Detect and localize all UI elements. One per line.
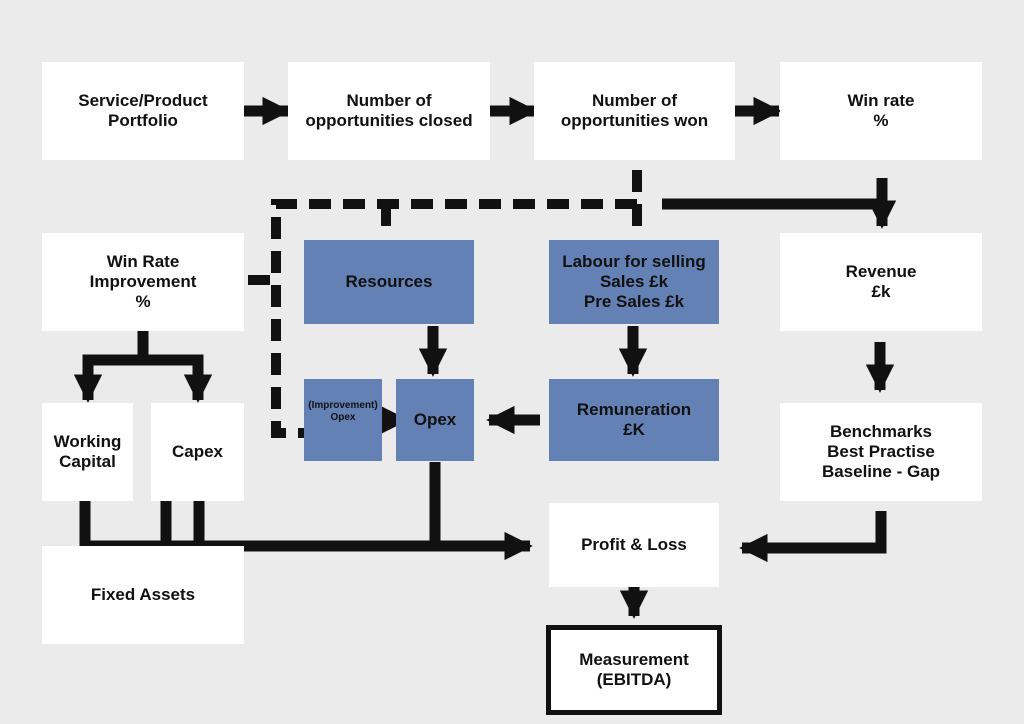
node-fixed-assets: Fixed Assets (42, 546, 244, 644)
node-measurement: Measurement (EBITDA) (546, 625, 722, 715)
node-win-rate-improvement: Win Rate Improvement % (42, 233, 244, 331)
node-opex: Opex (396, 379, 474, 461)
node-labour-for-selling: Labour for selling Sales £k Pre Sales £k (549, 240, 719, 324)
node-win-rate: Win rate % (780, 62, 982, 160)
node-service-portfolio: Service/Product Portfolio (42, 62, 244, 160)
arrow-wri-to-capex (143, 354, 213, 403)
node-improvement-opex: (Improvement) Opex (304, 379, 382, 461)
node-profit-and-loss: Profit & Loss (549, 503, 719, 587)
node-capex: Capex (151, 403, 244, 501)
arrow-won-to-revenue (662, 198, 897, 229)
node-remuneration: Remuneration £K (549, 379, 719, 461)
arrow-benchmarks-to-pl (739, 511, 887, 563)
dashed-main-loop (271, 199, 637, 438)
node-opportunities-closed: Number of opportunities closed (288, 62, 490, 160)
node-revenue: Revenue £k (780, 233, 982, 331)
node-working-capital: Working Capital (42, 403, 133, 501)
node-resources: Resources (304, 240, 474, 324)
node-benchmarks: Benchmarks Best Practise Baseline - Gap (780, 403, 982, 501)
arrow-wri-to-working-capital (73, 330, 149, 403)
node-opportunities-won: Number of opportunities won (534, 62, 735, 160)
